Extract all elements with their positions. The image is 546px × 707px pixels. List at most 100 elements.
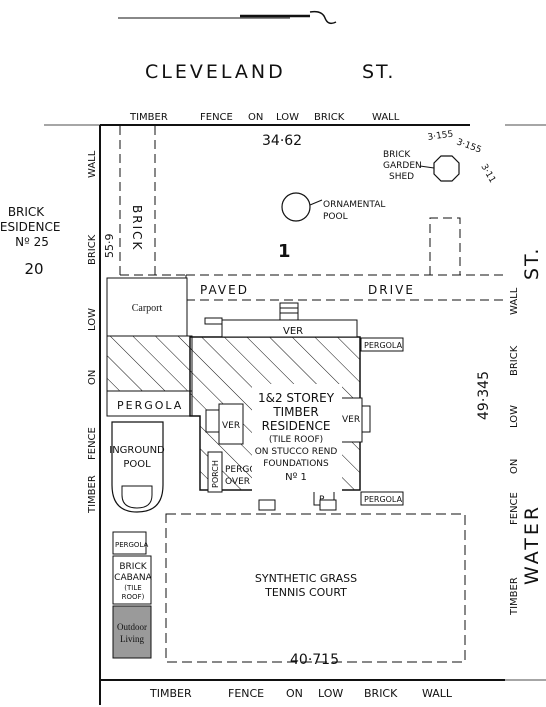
svg-text:ON: ON bbox=[87, 370, 98, 385]
shed-label-3: SHED bbox=[389, 172, 414, 182]
svg-text:BRICK: BRICK bbox=[8, 205, 45, 219]
svg-text:LOW: LOW bbox=[318, 687, 343, 700]
svg-text:FENCE: FENCE bbox=[200, 112, 233, 123]
lot-boundary bbox=[99, 124, 505, 705]
svg-text:TIMBER: TIMBER bbox=[129, 112, 168, 123]
lot-number: 1 bbox=[278, 241, 291, 262]
svg-text:BRICK: BRICK bbox=[87, 234, 98, 265]
svg-text:LOW: LOW bbox=[87, 308, 98, 331]
porch-label: PORCH bbox=[211, 460, 220, 488]
east-dimension: 49·345 bbox=[476, 371, 492, 420]
svg-text:ON: ON bbox=[509, 459, 520, 474]
house-label: 1&2 STOREY TIMBER RESIDENCE (TILE ROOF) … bbox=[255, 391, 338, 483]
cabana bbox=[112, 555, 152, 605]
svg-text:BRICK: BRICK bbox=[314, 112, 345, 123]
ver-east-label: VER bbox=[342, 415, 360, 425]
small-pergola bbox=[112, 531, 147, 555]
svg-text:BRICK: BRICK bbox=[364, 687, 398, 700]
carport-label: Carport bbox=[132, 303, 163, 314]
inground-label-2: POOL bbox=[123, 459, 151, 470]
ver-west-label: VER bbox=[222, 421, 240, 431]
svg-text:(TILE ROOF): (TILE ROOF) bbox=[269, 435, 323, 445]
svg-text:ON STUCCO REND: ON STUCCO REND bbox=[255, 447, 338, 457]
west-fence-label: TIMBER FENCE ON LOW BRICK WALL bbox=[87, 150, 98, 514]
tennis-label-2: TENNIS COURT bbox=[264, 586, 347, 599]
svg-text:3·11: 3·11 bbox=[478, 163, 497, 185]
outdoor-label-1: Outdoor bbox=[117, 622, 147, 632]
carport bbox=[106, 277, 188, 337]
svg-text:3·155: 3·155 bbox=[455, 137, 483, 155]
east-street-name: WATER bbox=[521, 504, 543, 585]
north-fence-label: TIMBER FENCE ON LOW BRICK WALL bbox=[129, 112, 400, 123]
svg-text:TIMBER: TIMBER bbox=[509, 577, 520, 616]
svg-text:BRICK: BRICK bbox=[509, 345, 520, 376]
porch bbox=[207, 451, 223, 493]
pergola-over-label-1: PERGOLA bbox=[225, 465, 269, 475]
pergola-ne bbox=[360, 337, 404, 352]
drive-label: DRIVE bbox=[368, 283, 415, 297]
svg-text:FENCE: FENCE bbox=[87, 427, 98, 460]
north-steps bbox=[279, 302, 299, 321]
svg-text:WALL: WALL bbox=[509, 287, 520, 315]
outdoor-living bbox=[112, 605, 152, 659]
inground-label-1: INGROUND bbox=[109, 445, 165, 456]
ornamental-pool-label: ORNAMENTAL bbox=[323, 200, 385, 210]
svg-text:POOL: POOL bbox=[323, 212, 348, 222]
svg-text:CABANA: CABANA bbox=[114, 573, 153, 583]
pergola-se bbox=[360, 491, 404, 506]
south-fence-label: TIMBER FENCE ON LOW BRICK WALL bbox=[149, 687, 453, 700]
svg-text:RESIDENCE: RESIDENCE bbox=[0, 220, 60, 234]
ver-north-label: VER bbox=[283, 326, 303, 337]
svg-text:TIMBER: TIMBER bbox=[87, 475, 98, 514]
tennis-court bbox=[165, 513, 466, 663]
svg-text:Nº 1: Nº 1 bbox=[285, 472, 307, 483]
south-dimension: 40·715 bbox=[290, 652, 339, 668]
svg-text:LOW: LOW bbox=[509, 405, 520, 428]
svg-text:LOW: LOW bbox=[276, 112, 299, 123]
svg-text:ON: ON bbox=[248, 112, 263, 123]
svg-text:WALL: WALL bbox=[422, 687, 453, 700]
svg-text:TIMBER: TIMBER bbox=[149, 687, 192, 700]
svg-text:Nº 25: Nº 25 bbox=[15, 235, 49, 249]
north-street-name: CLEVELAND bbox=[145, 61, 286, 83]
pergola-over-label-2: OVER bbox=[225, 477, 250, 487]
svg-text:BRICK: BRICK bbox=[119, 562, 147, 572]
svg-text:3·155: 3·155 bbox=[427, 129, 454, 142]
pergola-se-label: PERGOLA bbox=[364, 495, 403, 504]
svg-text:RESIDENCE: RESIDENCE bbox=[262, 419, 331, 433]
svg-text:FENCE: FENCE bbox=[228, 687, 264, 700]
svg-text:1&2 STOREY: 1&2 STOREY bbox=[258, 391, 335, 405]
pergola-ne-label: PERGOLA bbox=[364, 341, 403, 350]
svg-text:FENCE: FENCE bbox=[509, 492, 520, 525]
svg-text:TIMBER: TIMBER bbox=[272, 405, 318, 419]
svg-text:WALL: WALL bbox=[87, 150, 98, 178]
svg-text:WALL: WALL bbox=[372, 112, 400, 123]
pergola-label: PERGOLA bbox=[117, 399, 183, 412]
north-dimension: 34·62 bbox=[262, 133, 302, 149]
pergola-west bbox=[106, 335, 193, 392]
paved-label: PAVED bbox=[200, 283, 249, 297]
svg-text:ON: ON bbox=[286, 687, 303, 700]
svg-text:ROOF): ROOF) bbox=[122, 593, 145, 601]
inground-pool bbox=[111, 421, 164, 513]
north-arrow-icon bbox=[118, 10, 337, 25]
east-street-suffix: ST. bbox=[521, 247, 543, 280]
svg-text:(TILE: (TILE bbox=[124, 584, 141, 592]
shed-label-1: BRICK bbox=[383, 150, 411, 160]
ornamental-pool bbox=[281, 192, 311, 222]
cabana-label: BRICK CABANA (TILE ROOF) bbox=[114, 562, 153, 601]
north-street-suffix: ST. bbox=[362, 61, 395, 83]
west-dimension: 55·9 bbox=[103, 234, 116, 259]
small-pergola-label: PERGOLA bbox=[115, 541, 149, 549]
svg-text:20: 20 bbox=[24, 260, 43, 278]
svg-text:FOUNDATIONS: FOUNDATIONS bbox=[263, 459, 329, 469]
brick-path-label: BRICK bbox=[130, 205, 144, 251]
outdoor-label-2: Living bbox=[120, 634, 144, 644]
neighbour-residence: BRICK RESIDENCE Nº 25 20 bbox=[0, 205, 60, 278]
tennis-label-1: SYNTHETIC GRASS bbox=[255, 572, 357, 585]
shed-label-2: GARDEN bbox=[383, 161, 422, 171]
garden-shed bbox=[433, 155, 460, 182]
east-fence-label: TIMBER FENCE ON LOW BRICK WALL bbox=[509, 287, 520, 616]
corner-dimensions: 3·155 3·155 3·11 bbox=[427, 129, 497, 184]
